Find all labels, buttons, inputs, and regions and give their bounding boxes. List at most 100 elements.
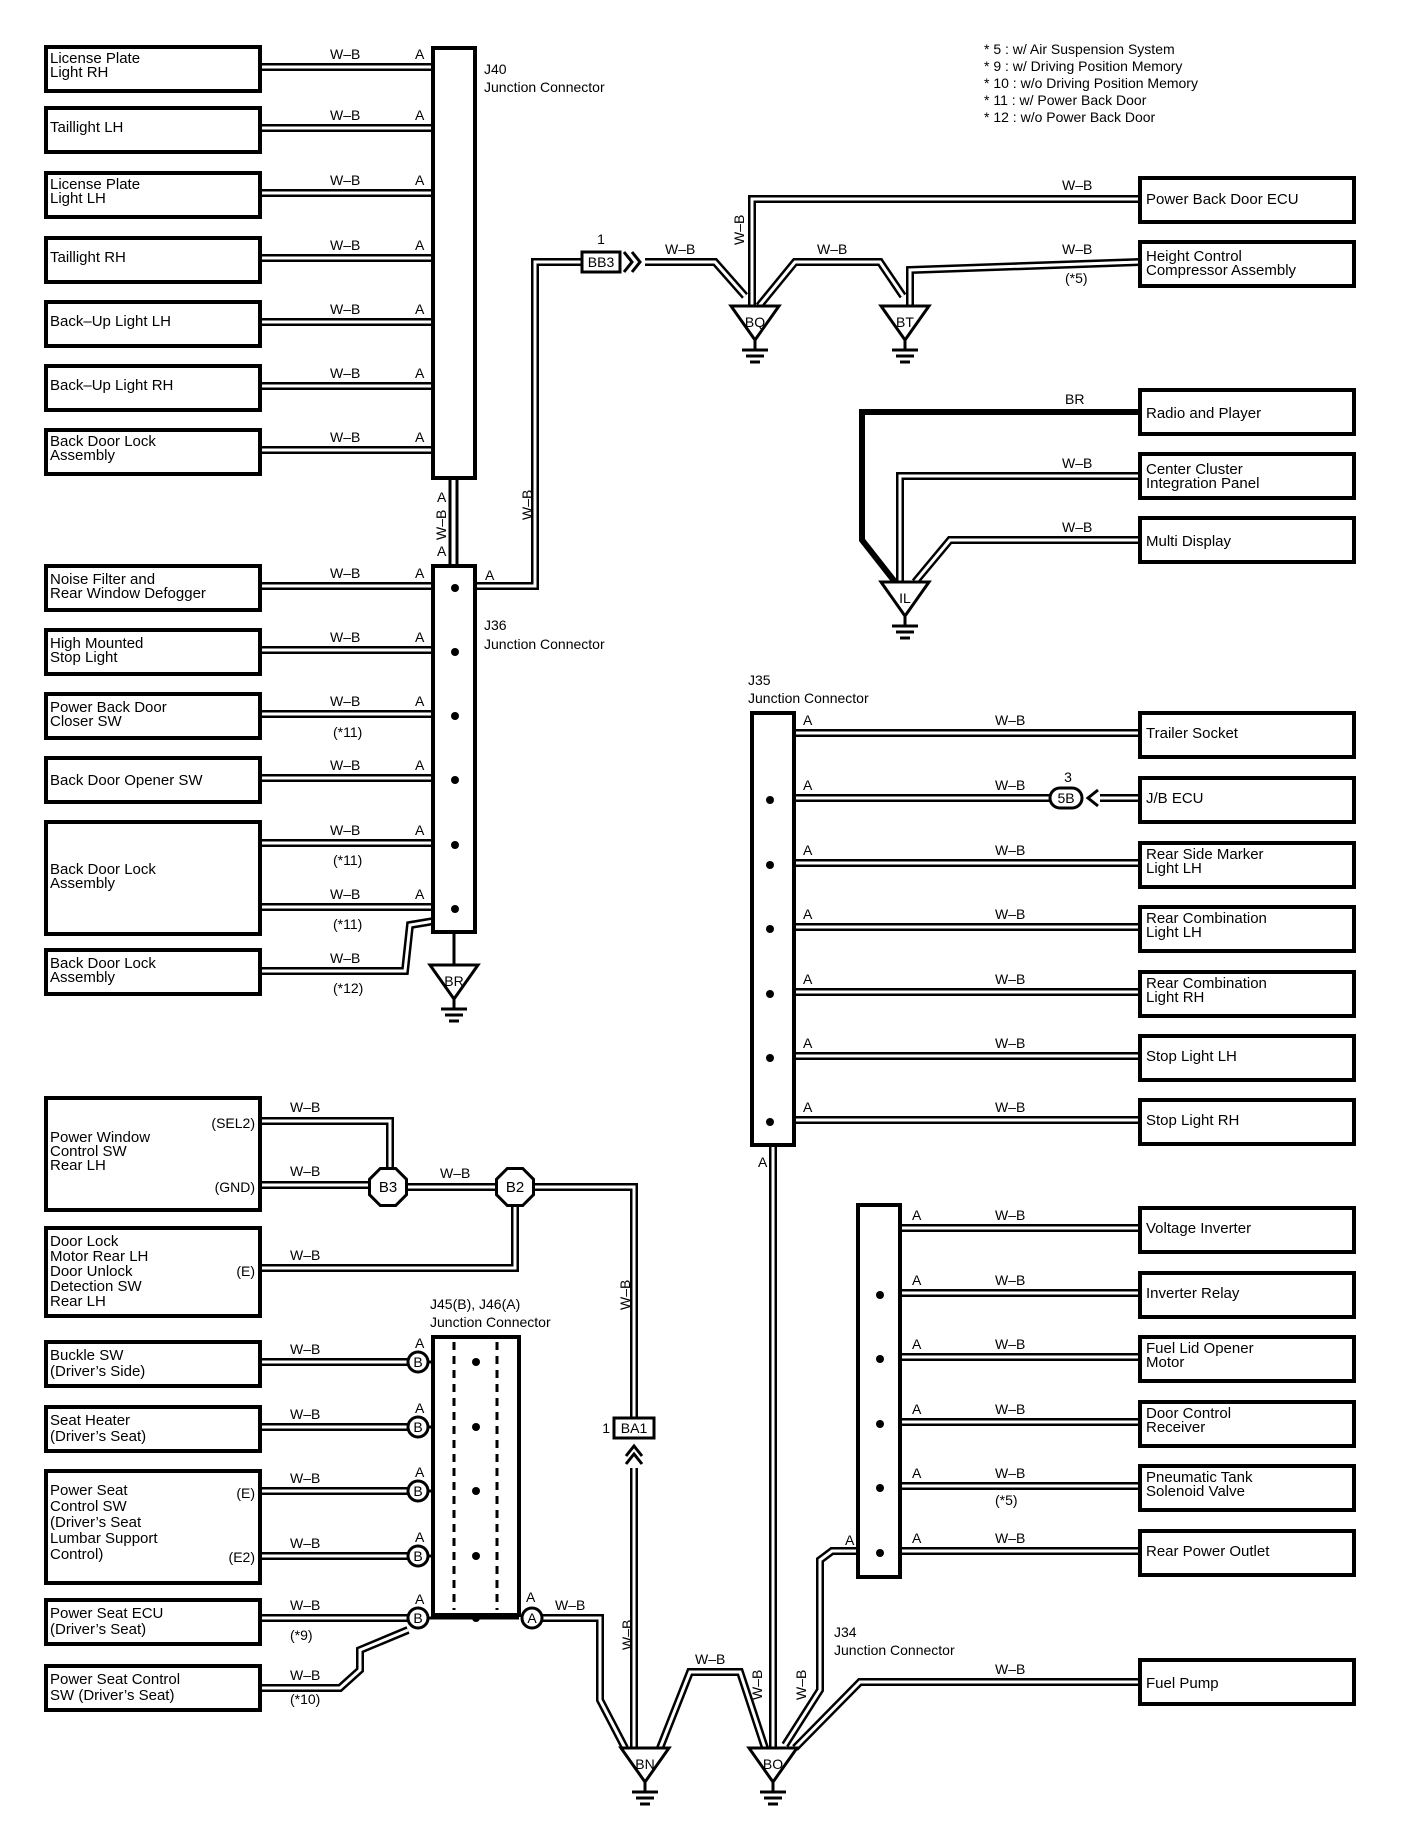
j45-component-label: Power Seat (50, 1482, 128, 1499)
ground-bq-triangle (728, 304, 782, 343)
component-radio (1138, 388, 1356, 436)
ground-bt-label: BT (896, 314, 914, 330)
splice-dot (451, 712, 459, 720)
bq-pbd-wire-core (750, 197, 1140, 306)
j45-pin-a (520, 1606, 544, 1630)
wire-color-label: W–B (995, 1661, 1025, 1677)
splice-dot (451, 584, 459, 592)
j34-component-label: Motor (1146, 1354, 1184, 1371)
splice-dot (766, 796, 774, 804)
wire-color-label: BR (1065, 391, 1084, 407)
fuel-pump-wire-core (793, 1680, 1140, 1750)
component-label: Rear LH (50, 1157, 106, 1174)
j45-component (44, 1469, 262, 1585)
pin-label: A (803, 1035, 813, 1051)
connector-b3 (368, 1167, 408, 1207)
j35-name: J35 (748, 672, 771, 688)
j45-component-label: (Driver’s Seat) (50, 1428, 146, 1445)
j45-component-label: Control) (50, 1546, 103, 1563)
j45-pin-b (406, 1350, 430, 1374)
j34-component-label: Fuel Lid Opener (1146, 1340, 1254, 1357)
wire-color-label: W–B (995, 1099, 1025, 1115)
wire-color-label: W–B (995, 971, 1025, 987)
note-ref: (*10) (290, 1691, 320, 1707)
bt-hc-wire-core (908, 260, 1141, 306)
j40-component (44, 106, 262, 154)
j36-component-label: Noise Filter and (50, 571, 155, 588)
j40-component-label: Taillight RH (50, 249, 126, 266)
note-ref: (*11) (333, 852, 362, 868)
j35-component (1138, 1034, 1356, 1082)
wire-color-label: W–B (330, 565, 360, 581)
j34-component-label: Rear Power Outlet (1146, 1543, 1270, 1560)
note-line: * 10 : w/o Driving Position Memory (984, 75, 1198, 91)
component-label: Rear LH (50, 1293, 106, 1310)
j36-component-label: Rear Window Defogger (50, 585, 206, 602)
il-md-wire-core (913, 538, 1140, 583)
j45-component-label: Lumbar Support (50, 1530, 158, 1547)
il-cc-wire (896, 472, 1140, 582)
j40-component (44, 300, 262, 348)
splice-dot (766, 1118, 774, 1126)
j36-component (44, 820, 262, 936)
b5-arrow (1085, 788, 1099, 808)
component-label: Compressor Assembly (1146, 262, 1297, 279)
wire-color-label: W–B (330, 950, 360, 966)
pin-ref: (E2) (229, 1549, 255, 1565)
j45-bn-wire-core (542, 1616, 627, 1749)
door-lock-b2-wire-core (260, 1207, 517, 1270)
j36-junction (431, 564, 477, 934)
wire-color-label: W–B (440, 1165, 470, 1181)
pin-label: A (912, 1336, 922, 1352)
pin-label: A (415, 1529, 425, 1545)
splice-dot (766, 990, 774, 998)
pin-label: A (845, 1532, 855, 1548)
wire-color-label: W–B (995, 1207, 1025, 1223)
j45-pin-b (406, 1415, 430, 1439)
component-center-cluster (1138, 452, 1356, 500)
j36-component-label: Closer SW (50, 713, 123, 730)
pw-sel2-wire (260, 1117, 394, 1172)
splice-dot (876, 1549, 884, 1557)
wire-color-label: W–B (995, 777, 1025, 793)
bq-bt-wire (755, 258, 907, 309)
pin-label: A (415, 886, 425, 902)
j35-type: Junction Connector (748, 690, 869, 706)
splice-dot (876, 1420, 884, 1428)
j35-component-label: Rear Combination (1146, 975, 1267, 992)
pin-label: A (415, 365, 425, 381)
pin-label: A (526, 1589, 536, 1605)
component-label: Motor Rear LH (50, 1248, 148, 1265)
pin-label: A (803, 777, 813, 793)
wire-color-label: W–B (330, 629, 360, 645)
vertical-wb: W–B (433, 510, 449, 540)
component-label: Power Window (50, 1129, 150, 1146)
wire-color-label: W–B (1062, 177, 1092, 193)
note-ref: (*11) (333, 724, 362, 740)
pin-label: A (415, 757, 425, 773)
j40-component (44, 428, 262, 476)
wire-color-label: W–B (330, 886, 360, 902)
pin-label: A (437, 543, 447, 559)
wire-color-label: W–B (330, 172, 360, 188)
wire-color-label: W–B (995, 1530, 1025, 1546)
ba1-connector (612, 1416, 656, 1440)
wire-color-label: W–B (330, 107, 360, 123)
pin-label: A (912, 1272, 922, 1288)
vertical-wb: W–B (617, 1280, 633, 1310)
j35-component-label: Light RH (1146, 989, 1204, 1006)
wire-color-label: W–B (1062, 241, 1092, 257)
j45-component-label: Power Seat ECU (50, 1605, 163, 1622)
j45-component (44, 1664, 262, 1712)
note-line: * 12 : w/o Power Back Door (984, 109, 1156, 125)
pin-label: A (803, 906, 813, 922)
wire-color-label: W–B (290, 1667, 320, 1683)
component-height-control (1138, 240, 1356, 288)
j36-component (44, 756, 262, 804)
component-power-back-door-ecu (1138, 176, 1356, 224)
j40-component (44, 364, 262, 412)
splice-dot (472, 1614, 480, 1622)
ground-bo-triangle (746, 1746, 800, 1785)
pin-ref: (SEL2) (211, 1115, 255, 1131)
